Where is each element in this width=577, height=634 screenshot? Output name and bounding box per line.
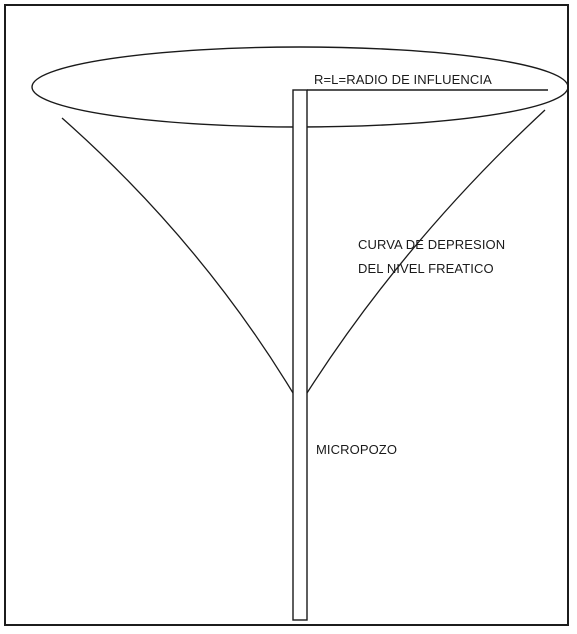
depression-curve-right xyxy=(306,109,546,394)
depression-curve-left xyxy=(61,117,294,394)
depression-curve-label-line1: CURVA DE DEPRESION xyxy=(358,237,506,252)
well-pipe xyxy=(292,89,308,621)
radius-label: R=L=RADIO DE INFLUENCIA xyxy=(314,72,492,87)
figure-frame xyxy=(4,4,569,626)
well-label: MICROPOZO xyxy=(316,442,398,457)
depression-curve-label-line2: DEL NIVEL FREATICO xyxy=(358,261,494,276)
